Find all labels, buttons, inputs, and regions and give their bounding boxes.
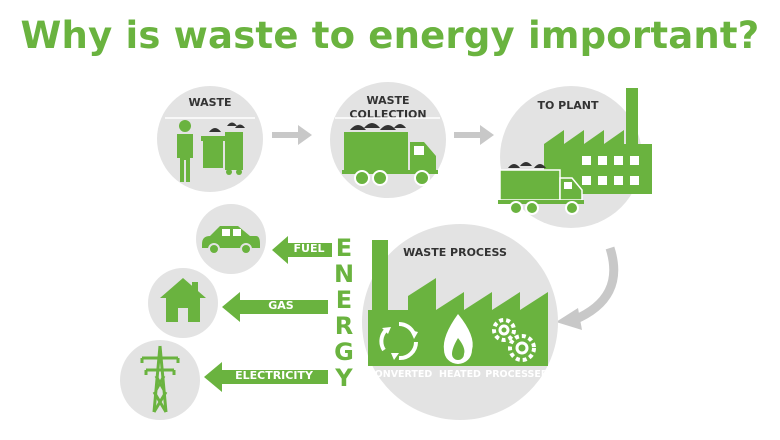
flame-icon xyxy=(443,314,473,364)
power-tower-icon xyxy=(140,345,180,413)
converted-label: CONVERTED xyxy=(367,369,433,380)
heated-label: HEATED xyxy=(439,369,481,380)
recycle-icon xyxy=(379,321,419,360)
process-label: WASTE PROCESS xyxy=(403,246,507,259)
fuel-label: FUEL xyxy=(293,242,325,255)
energy-letter: Y xyxy=(335,364,353,392)
arrow-right-icon xyxy=(272,125,312,145)
processed-label: PROCESSED xyxy=(485,369,549,380)
waste-label: WASTE xyxy=(188,96,232,109)
energy-letter: N xyxy=(333,260,355,288)
arrow-right-icon xyxy=(454,125,494,145)
gas-label: GAS xyxy=(268,299,294,312)
energy-letter: E xyxy=(335,286,353,314)
energy-letter: G xyxy=(334,338,354,366)
fuel-arrow xyxy=(272,236,332,264)
person-recycling-icon xyxy=(165,117,255,182)
energy-letter: E xyxy=(335,234,353,262)
electricity-arrow xyxy=(204,362,328,392)
curved-arrow-icon xyxy=(556,246,619,330)
house-icon xyxy=(160,278,206,322)
gas-arrow xyxy=(222,292,328,322)
collection-label-line1: WASTE xyxy=(366,94,410,107)
garbage-truck-icon xyxy=(335,117,440,186)
plant-label: TO PLANT xyxy=(537,99,599,112)
page-title: Why is waste to energy important? xyxy=(20,14,760,57)
factory-truck-icon xyxy=(498,88,652,215)
electricity-label: ELECTRICITY xyxy=(235,369,313,382)
energy-letter: R xyxy=(334,312,354,340)
car-icon xyxy=(202,226,260,255)
gears-icon xyxy=(492,318,536,362)
